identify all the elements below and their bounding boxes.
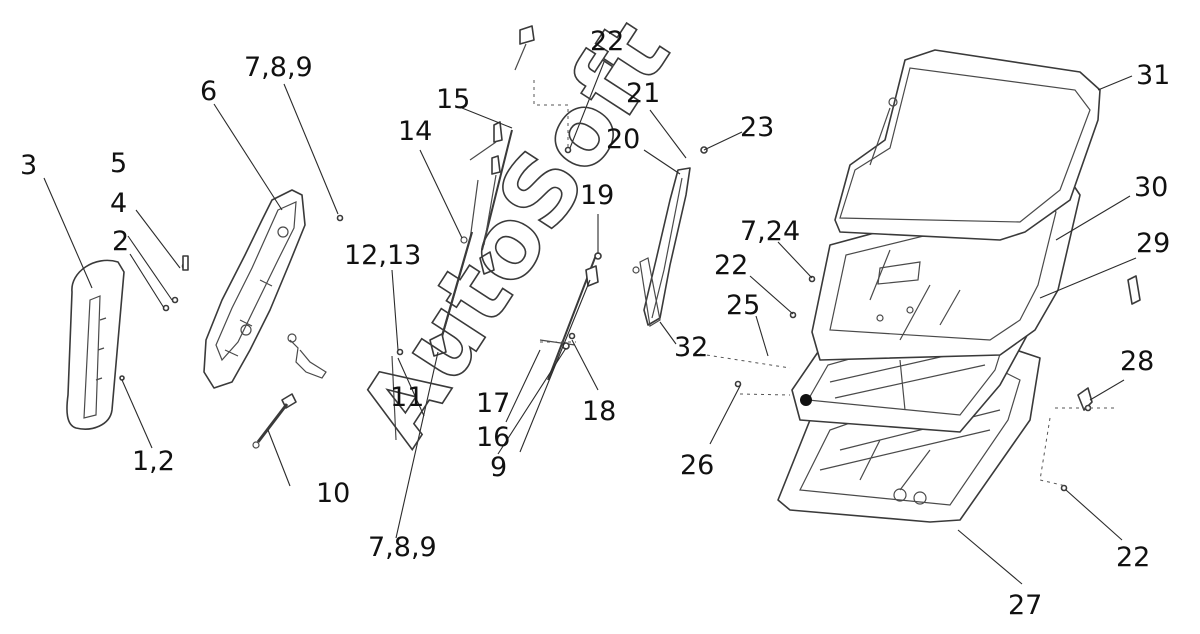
callout-labels: 3 5 4 2 1,2 6 7,8,9 10 12,13 11 14 15 22… — [20, 26, 1170, 621]
callout-14: 14 — [398, 116, 432, 147]
alignment-lines — [533, 80, 1118, 487]
callout-9: 9 — [490, 452, 507, 483]
part-20-21-32-bracket — [632, 146, 708, 327]
callout-6: 6 — [200, 76, 217, 107]
callout-3: 3 — [20, 150, 37, 181]
callout-32: 32 — [674, 332, 708, 363]
callout-16: 16 — [476, 422, 510, 453]
callout-31: 31 — [1136, 60, 1170, 91]
callout-27: 27 — [1008, 590, 1042, 621]
callout-1-2: 1,2 — [132, 446, 175, 477]
callout-4: 4 — [110, 188, 127, 219]
part-11-12-13-fasteners — [391, 348, 404, 441]
part-28-clip — [1060, 275, 1141, 492]
callout-11: 11 — [390, 382, 424, 413]
callout-17: 17 — [476, 388, 510, 419]
callout-2: 2 — [112, 226, 129, 257]
part-14-15-cables — [429, 25, 535, 357]
part-3-armrest-cover — [66, 259, 125, 430]
part-6-side-panel — [203, 189, 306, 389]
part-31-seat-cushion — [834, 49, 1101, 241]
callout-12-13: 12,13 — [344, 240, 421, 271]
part-10-gas-strut — [252, 333, 327, 449]
callout-28: 28 — [1120, 346, 1154, 377]
part-fasteners-left — [119, 255, 189, 381]
leader-lines — [43, 61, 1137, 585]
callout-10: 10 — [316, 478, 350, 509]
part-22-fasteners — [336, 146, 816, 388]
callout-7-8-9-top: 7,8,9 — [244, 52, 313, 83]
callout-23: 23 — [740, 112, 774, 143]
callout-18: 18 — [582, 396, 616, 427]
callout-29: 29 — [1136, 228, 1170, 259]
part-16-19-levers — [539, 252, 602, 381]
callout-30: 30 — [1134, 172, 1168, 203]
callout-26: 26 — [680, 450, 714, 481]
callout-5: 5 — [110, 148, 127, 179]
callout-25: 25 — [726, 290, 760, 321]
callout-22-mid: 22 — [714, 250, 748, 281]
callout-7-8-9-bottom: 7,8,9 — [368, 532, 437, 563]
callout-21: 21 — [626, 78, 660, 109]
callout-22-right: 22 — [1116, 542, 1150, 573]
callout-19: 19 — [580, 180, 614, 211]
callout-15: 15 — [436, 84, 470, 115]
callout-22-top: 22 — [590, 26, 624, 57]
callout-20: 20 — [606, 124, 640, 155]
callout-7-24: 7,24 — [740, 216, 800, 247]
